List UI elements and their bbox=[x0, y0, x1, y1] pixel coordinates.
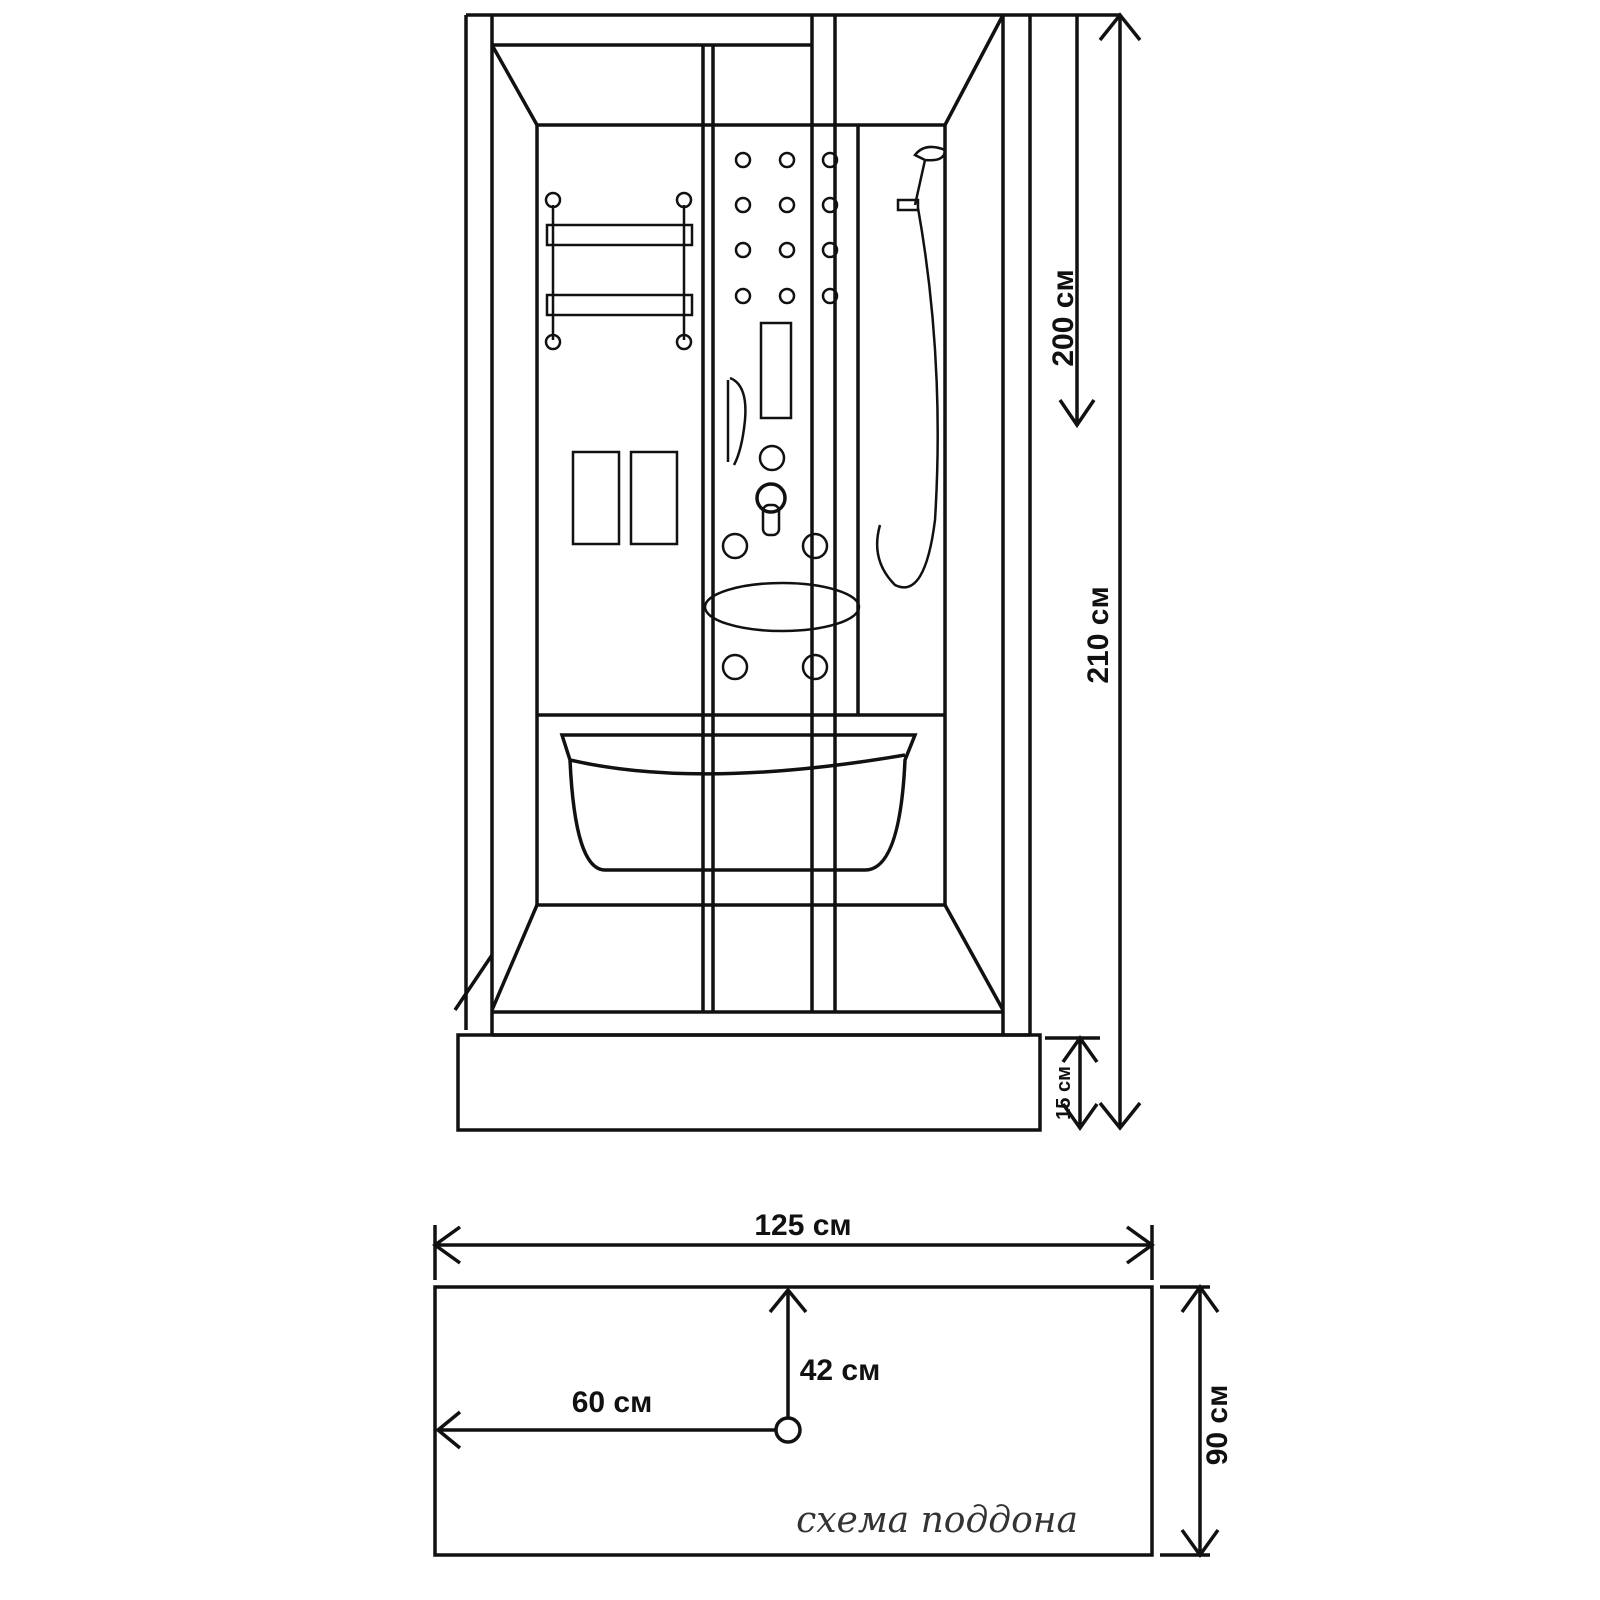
wall-panel-left bbox=[571, 450, 621, 546]
shower-tray-base bbox=[456, 1033, 1042, 1132]
drain-x-label: 60 см bbox=[572, 1386, 653, 1419]
width-arrow bbox=[432, 1225, 1155, 1280]
cabin-outer-frame bbox=[464, 13, 1120, 1035]
depth-arrow bbox=[1160, 1284, 1220, 1558]
drain-y-label: 42 см bbox=[800, 1354, 881, 1387]
height-inner-label: 200 см bbox=[1047, 269, 1080, 366]
height-dimensions: 200 см 210 см 15 см bbox=[1045, 12, 1142, 1132]
depth-label: 90 см bbox=[1201, 1385, 1234, 1466]
wall-panel-right bbox=[629, 450, 679, 546]
width-label: 125 см bbox=[754, 1209, 851, 1242]
seat-tub bbox=[559, 733, 918, 872]
control-display bbox=[759, 321, 793, 420]
top-panel bbox=[492, 15, 837, 1012]
height-total-label: 210 см bbox=[1082, 586, 1115, 683]
back-wall bbox=[535, 45, 947, 1012]
drain-hole-icon bbox=[774, 1416, 802, 1444]
shelf-unit-lower bbox=[545, 293, 694, 317]
tray-plan: 125 см 90 см 42 см 60 см схема поддона bbox=[432, 1209, 1234, 1558]
shower-nozzle bbox=[758, 444, 786, 472]
floor bbox=[453, 903, 1030, 1037]
drain-y-arrow bbox=[768, 1287, 808, 1418]
headrest bbox=[703, 581, 861, 633]
mixer-knob-icon bbox=[755, 482, 787, 514]
ceiling bbox=[490, 14, 1005, 127]
massage-jets bbox=[734, 151, 839, 305]
tray-outline bbox=[433, 1285, 1154, 1557]
shelf-unit bbox=[545, 223, 694, 247]
cabin-front-view bbox=[453, 13, 1120, 1132]
height-inner-arrow bbox=[1058, 15, 1096, 429]
tray-caption: схема поддона bbox=[796, 1500, 1078, 1541]
tray-height-label: 15 см bbox=[1053, 1066, 1075, 1120]
grab-handle-icon bbox=[726, 376, 747, 466]
shelf-knobs bbox=[544, 191, 693, 351]
hand-shower-icon bbox=[875, 145, 947, 589]
drain-x-arrow bbox=[435, 1410, 776, 1450]
tray-height-arrow bbox=[1045, 1034, 1100, 1132]
height-total-arrow bbox=[1098, 12, 1142, 1131]
